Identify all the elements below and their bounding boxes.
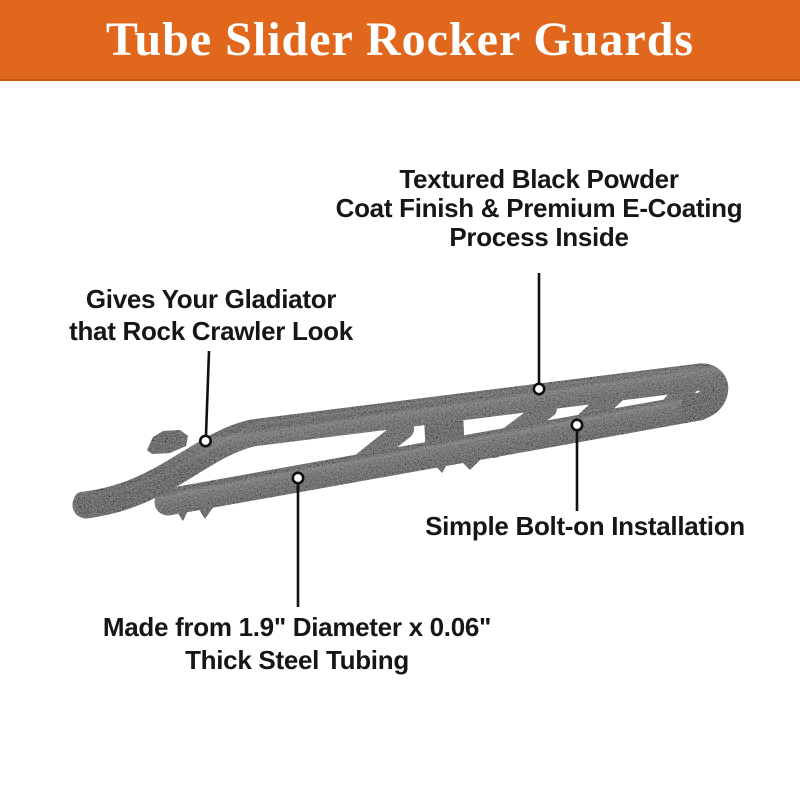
left-mount-bracket	[147, 430, 188, 454]
lower-tube-highlight	[176, 398, 695, 495]
upper-tube	[72, 363, 729, 519]
coating-line-2: Coat Finish & Premium E-Coating	[335, 193, 743, 223]
callout-line-look	[204, 350, 211, 436]
lower-tube	[154, 393, 713, 516]
callout-dot-look	[199, 434, 213, 448]
callout-text-coating: Textured Black Powder Coat Finish & Prem…	[299, 165, 779, 252]
rocker-guard-bar	[72, 363, 729, 521]
callout-text-install: Simple Bolt-on Installation	[385, 512, 785, 541]
look-line-2: that Rock Crawler Look	[69, 316, 353, 346]
title-banner: Tube Slider Rocker Guards	[0, 0, 800, 81]
page-title: Tube Slider Rocker Guards	[105, 12, 695, 66]
coating-line-1: Textured Black Powder	[399, 164, 679, 194]
bolt-hole	[160, 436, 172, 444]
look-line-1: Gives Your Gladiator	[85, 284, 337, 314]
callout-dot-coating	[532, 382, 546, 396]
callout-dot-install	[570, 418, 584, 432]
install-line-1: Simple Bolt-on Installation	[425, 511, 745, 541]
tubing-line-2: Thick Steel Tubing	[185, 645, 409, 675]
callout-text-look: Gives Your Gladiator that Rock Crawler L…	[31, 283, 391, 347]
coating-line-3: Process Inside	[449, 222, 629, 252]
upper-tube-highlight	[92, 365, 698, 498]
callout-dot-tubing	[291, 471, 305, 485]
tubing-line-1: Made from 1.9" Diameter x 0.06"	[102, 612, 492, 642]
open-tube-end	[73, 491, 95, 519]
callout-text-tubing: Made from 1.9" Diameter x 0.06" Thick St…	[57, 611, 537, 677]
